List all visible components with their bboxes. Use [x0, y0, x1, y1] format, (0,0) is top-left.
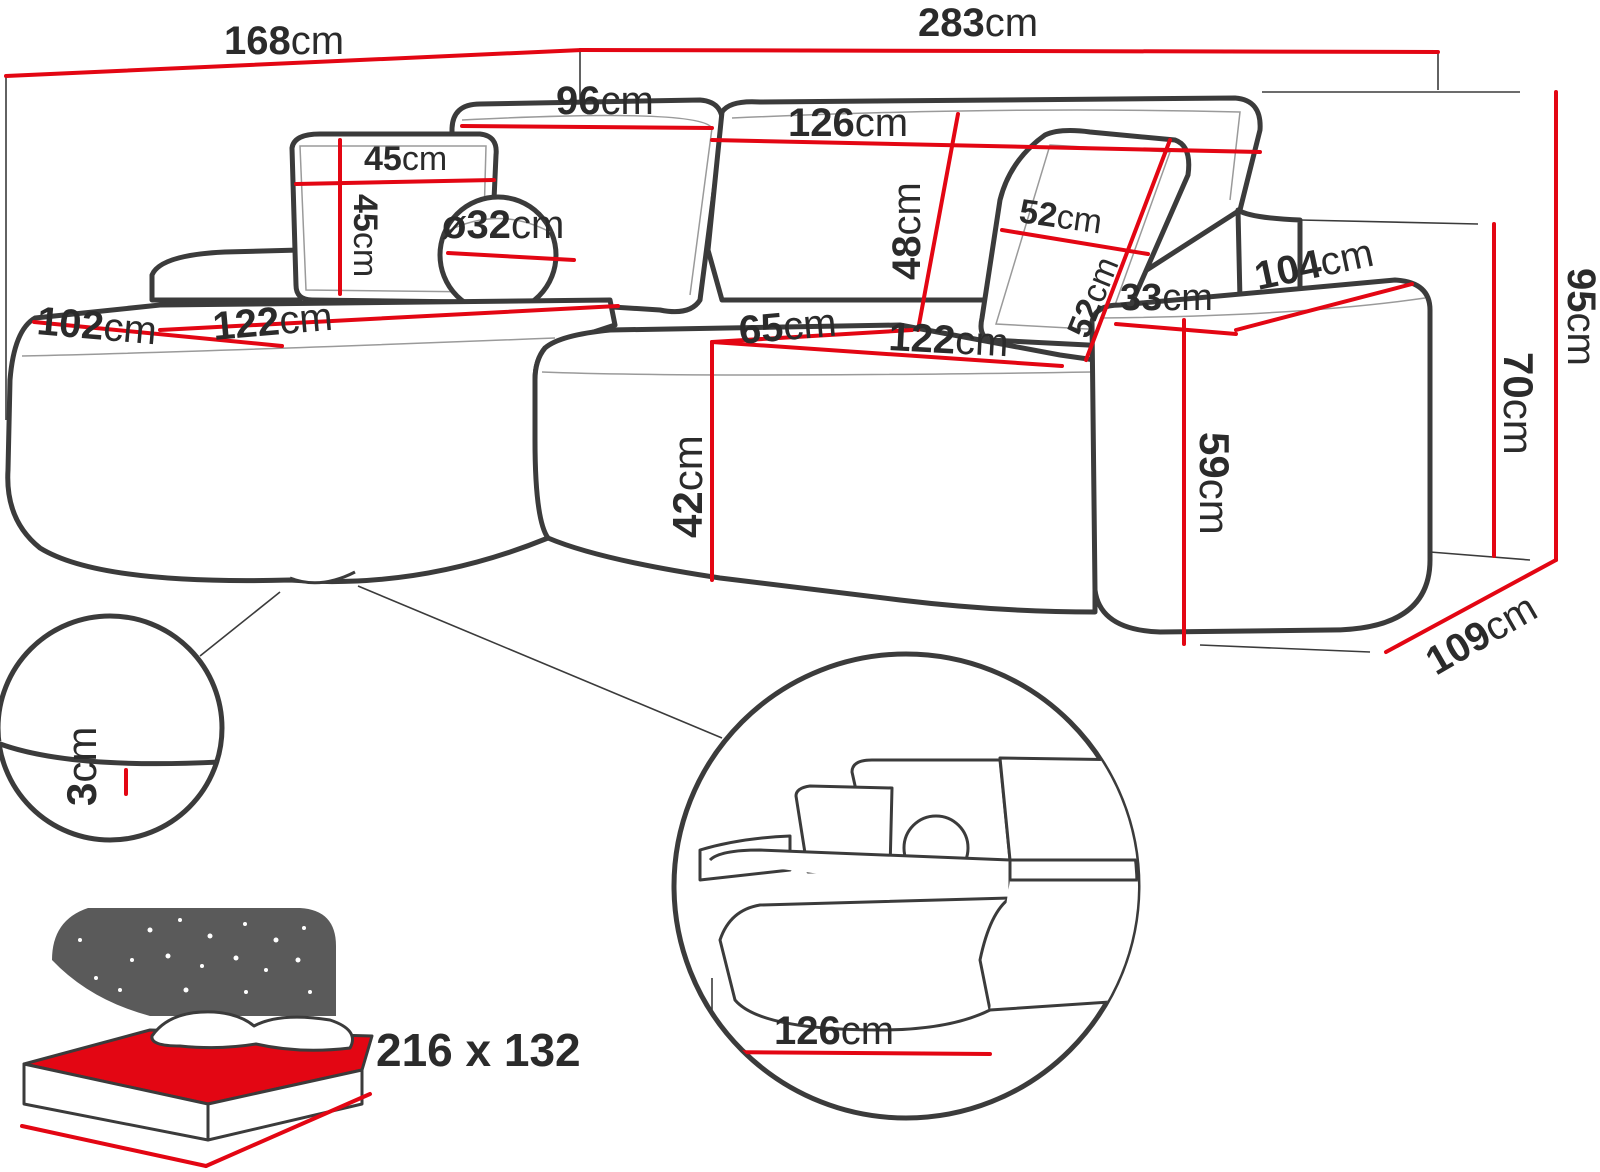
- dim-line-109: [1384, 558, 1558, 654]
- label-96: 96cm: [556, 79, 654, 123]
- label-126-chaise: 126cm: [774, 1009, 894, 1053]
- dim-line-102: [32, 320, 284, 348]
- label-52-width: 52cm: [1017, 192, 1105, 241]
- label-65: 65cm: [737, 301, 838, 353]
- label-42: 42cm: [664, 435, 711, 538]
- dim-line-32: [446, 251, 576, 262]
- dim-line-283: [580, 48, 1440, 54]
- label-168: 168cm: [224, 19, 344, 63]
- bed-pillows-icon: [150, 1010, 354, 1052]
- dim-line-126-back: [710, 138, 1262, 154]
- label-3: 3cm: [58, 727, 105, 806]
- dim-line-126-chaise: [710, 1050, 992, 1056]
- stars-icon: [78, 918, 312, 994]
- right-armrest: [1089, 277, 1433, 635]
- label-122-chaise: 122cm: [211, 295, 334, 349]
- dim-line-65: [710, 328, 914, 344]
- dim-line-122-chaise: [158, 304, 620, 332]
- label-45-height: 45cm: [346, 194, 384, 277]
- label-32: ø32cm: [442, 203, 564, 247]
- right-back-block: [1235, 207, 1303, 303]
- dim-line-52-height: [1084, 138, 1172, 362]
- chaise-backrest: [149, 247, 303, 303]
- main-seat: [532, 322, 1098, 615]
- dim-line-33: [1114, 322, 1238, 336]
- label-59: 59cm: [1191, 432, 1238, 535]
- dimension-labels: 168cm 283cm 96cm 126cm 45cm 45cm ø32cm 4…: [35, 1, 1600, 684]
- label-45-width: 45cm: [364, 140, 447, 178]
- dimension-lines: [4, 48, 1558, 739]
- label-122-seat: 122cm: [888, 315, 1010, 365]
- label-95: 95cm: [1559, 268, 1600, 366]
- label-283: 283cm: [918, 1, 1038, 45]
- dim-line-48: [916, 112, 960, 332]
- chaise-foot: [289, 570, 356, 585]
- dim-line-96: [460, 124, 714, 130]
- label-48: 48cm: [885, 182, 929, 280]
- label-126-back: 126cm: [788, 101, 908, 145]
- chaise-detail: 126cm: [671, 651, 1141, 1121]
- dim-line-122-seat: [710, 340, 1064, 368]
- label-102: 102cm: [35, 299, 158, 353]
- night-sky-icon: [52, 908, 336, 1016]
- dim-line-104: [1234, 282, 1414, 332]
- dim-line-168: [4, 48, 584, 78]
- bed-size-label: 216 x 132: [376, 1024, 581, 1076]
- label-33: 33cm: [1120, 277, 1213, 319]
- label-70: 70cm: [1495, 352, 1542, 455]
- sofa-drawing: [5, 95, 1433, 635]
- dim-line-52-width: [1000, 228, 1150, 256]
- leg-detail: 3cm: [0, 613, 225, 843]
- bed-icon: 216 x 132: [20, 908, 581, 1168]
- dim-line-45-width: [294, 178, 496, 186]
